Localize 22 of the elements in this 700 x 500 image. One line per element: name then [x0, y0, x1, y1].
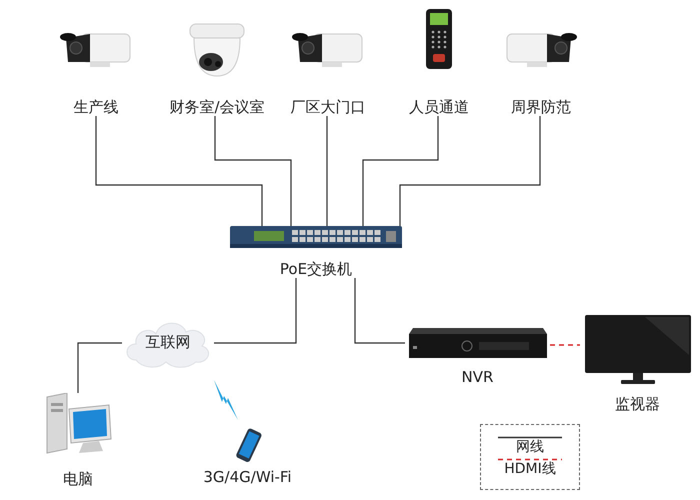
device-label: PoE交换机	[280, 260, 352, 278]
device-label: NVR	[462, 368, 494, 386]
device-label: 人员通道	[409, 98, 469, 116]
network-cable-line	[399, 116, 541, 226]
network-cable-line	[95, 116, 263, 226]
hdmi-cable-line	[550, 344, 580, 346]
legend-label: 网线	[516, 439, 544, 456]
network-cable-line	[326, 116, 328, 226]
device-label: 周界防范	[511, 98, 571, 116]
device-label: 电脑	[63, 470, 93, 488]
network-cable-line	[214, 116, 292, 226]
device-label: 3G/4G/Wi-Fi	[203, 468, 292, 486]
network-cable-line	[354, 278, 405, 344]
device-label: 监视器	[615, 395, 660, 413]
network-cable-line	[77, 342, 122, 393]
device-label: 生产线	[74, 98, 118, 116]
network-cable-line	[362, 116, 439, 226]
cloud-label: 互联网	[146, 333, 190, 351]
device-label: 财务室/会议室	[169, 98, 265, 116]
device-label: 厂区大门口	[290, 98, 366, 116]
network-cable-line	[214, 278, 297, 344]
legend-label: HDMI线	[504, 461, 556, 478]
